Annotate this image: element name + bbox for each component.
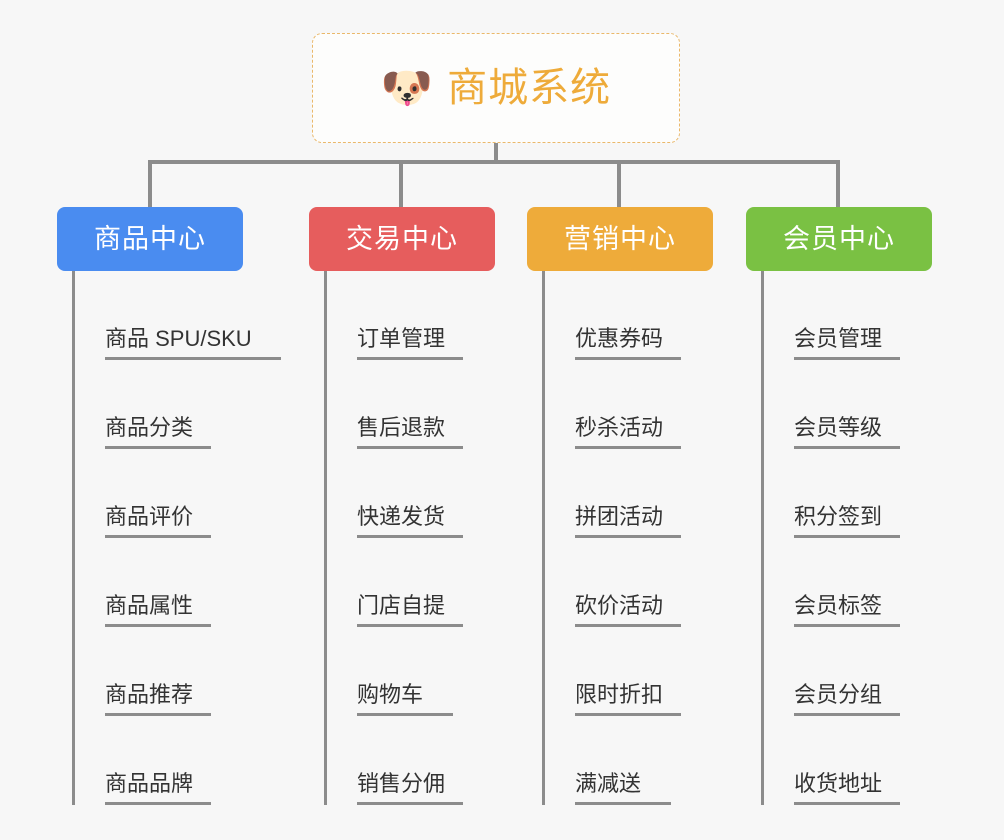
leaf-item[interactable]: 商品品牌 bbox=[75, 716, 243, 805]
connector-drop-1 bbox=[148, 160, 152, 207]
branch-items-product-center: 商品 SPU/SKU 商品分类 商品评价 商品属性 商品推荐 商品品牌 bbox=[72, 271, 281, 805]
branch-title: 交易中心 bbox=[346, 223, 458, 254]
connector-drop-4 bbox=[836, 160, 840, 207]
leaf-label: 限时折扣 bbox=[575, 681, 681, 716]
leaf-item[interactable]: 秒杀活动 bbox=[545, 360, 713, 449]
branch-items-member-center: 会员管理 会员等级 积分签到 会员标签 会员分组 收货地址 bbox=[761, 271, 932, 805]
leaf-item[interactable]: 会员管理 bbox=[764, 271, 932, 360]
leaf-label: 积分签到 bbox=[794, 503, 900, 538]
leaf-label: 商品 SPU/SKU bbox=[105, 325, 281, 360]
leaf-label: 会员等级 bbox=[794, 414, 900, 449]
leaf-label: 会员标签 bbox=[794, 592, 900, 627]
leaf-item[interactable]: 商品 SPU/SKU bbox=[75, 271, 281, 360]
leaf-label: 快递发货 bbox=[357, 503, 463, 538]
branch-product-center: 商品中心 商品 SPU/SKU 商品分类 商品评价 商品属性 商品推荐 商品品牌 bbox=[57, 207, 281, 805]
leaf-item[interactable]: 商品属性 bbox=[75, 538, 243, 627]
leaf-label: 商品品牌 bbox=[105, 770, 211, 805]
branch-items-trade-center: 订单管理 售后退款 快递发货 门店自提 购物车 销售分佣 bbox=[324, 271, 495, 805]
leaf-item[interactable]: 砍价活动 bbox=[545, 538, 713, 627]
branch-member-center: 会员中心 会员管理 会员等级 积分签到 会员标签 会员分组 收货地址 bbox=[746, 207, 932, 805]
branch-header-member-center[interactable]: 会员中心 bbox=[746, 207, 932, 271]
leaf-label: 商品分类 bbox=[105, 414, 211, 449]
leaf-label: 购物车 bbox=[357, 681, 453, 716]
leaf-item[interactable]: 会员标签 bbox=[764, 538, 932, 627]
leaf-label: 会员管理 bbox=[794, 325, 900, 360]
leaf-item[interactable]: 门店自提 bbox=[327, 538, 495, 627]
leaf-item[interactable]: 拼团活动 bbox=[545, 449, 713, 538]
leaf-label: 商品评价 bbox=[105, 503, 211, 538]
branch-title: 营销中心 bbox=[564, 223, 676, 254]
leaf-item[interactable]: 购物车 bbox=[327, 627, 495, 716]
branch-header-product-center[interactable]: 商品中心 bbox=[57, 207, 243, 271]
leaf-item[interactable]: 满减送 bbox=[545, 716, 713, 805]
leaf-label: 销售分佣 bbox=[357, 770, 463, 805]
leaf-label: 商品属性 bbox=[105, 592, 211, 627]
leaf-label: 收货地址 bbox=[794, 770, 900, 805]
leaf-item[interactable]: 商品分类 bbox=[75, 360, 243, 449]
leaf-item[interactable]: 会员分组 bbox=[764, 627, 932, 716]
leaf-label: 商品推荐 bbox=[105, 681, 211, 716]
dog-face-icon: 🐶 bbox=[380, 64, 434, 111]
leaf-item[interactable]: 会员等级 bbox=[764, 360, 932, 449]
connector-drop-3 bbox=[617, 160, 621, 207]
leaf-item[interactable]: 收货地址 bbox=[764, 716, 932, 805]
leaf-item[interactable]: 售后退款 bbox=[327, 360, 495, 449]
branch-title: 会员中心 bbox=[783, 223, 895, 254]
branch-marketing-center: 营销中心 优惠券码 秒杀活动 拼团活动 砍价活动 限时折扣 满减送 bbox=[527, 207, 713, 805]
leaf-label: 售后退款 bbox=[357, 414, 463, 449]
leaf-label: 会员分组 bbox=[794, 681, 900, 716]
leaf-item[interactable]: 商品评价 bbox=[75, 449, 243, 538]
leaf-item[interactable]: 销售分佣 bbox=[327, 716, 495, 805]
connector-root-stem bbox=[494, 143, 498, 164]
leaf-item[interactable]: 优惠券码 bbox=[545, 271, 713, 360]
leaf-label: 优惠券码 bbox=[575, 325, 681, 360]
branch-header-trade-center[interactable]: 交易中心 bbox=[309, 207, 495, 271]
root-node[interactable]: 🐶 商城系统 bbox=[312, 33, 680, 143]
root-title: 商城系统 bbox=[447, 66, 612, 110]
leaf-item[interactable]: 商品推荐 bbox=[75, 627, 243, 716]
branch-title: 商品中心 bbox=[94, 223, 206, 254]
leaf-label: 秒杀活动 bbox=[575, 414, 681, 449]
leaf-item[interactable]: 积分签到 bbox=[764, 449, 932, 538]
connector-horizontal-bus bbox=[148, 160, 840, 164]
branch-items-marketing-center: 优惠券码 秒杀活动 拼团活动 砍价活动 限时折扣 满减送 bbox=[542, 271, 713, 805]
branch-trade-center: 交易中心 订单管理 售后退款 快递发货 门店自提 购物车 销售分佣 bbox=[309, 207, 495, 805]
leaf-item[interactable]: 限时折扣 bbox=[545, 627, 713, 716]
leaf-label: 订单管理 bbox=[357, 325, 463, 360]
leaf-label: 砍价活动 bbox=[575, 592, 681, 627]
leaf-item[interactable]: 快递发货 bbox=[327, 449, 495, 538]
leaf-label: 满减送 bbox=[575, 770, 671, 805]
branch-header-marketing-center[interactable]: 营销中心 bbox=[527, 207, 713, 271]
leaf-label: 拼团活动 bbox=[575, 503, 681, 538]
leaf-label: 门店自提 bbox=[357, 592, 463, 627]
connector-drop-2 bbox=[399, 160, 403, 207]
leaf-item[interactable]: 订单管理 bbox=[327, 271, 495, 360]
